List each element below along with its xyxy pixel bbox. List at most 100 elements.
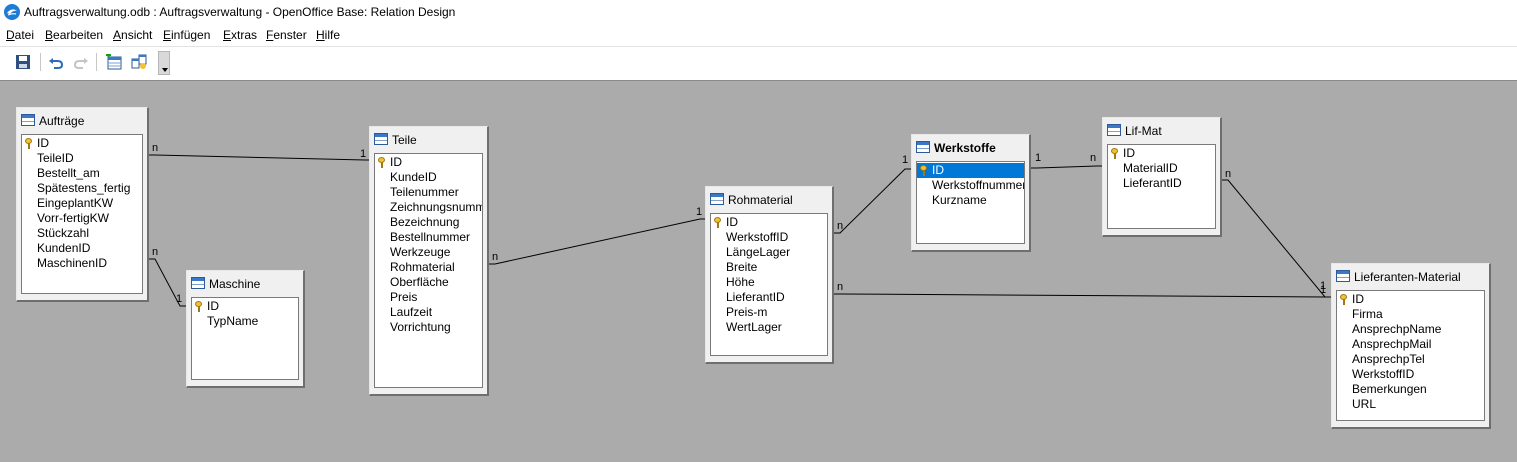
field-row[interactable]: Vorr-fertigKW [22, 211, 142, 226]
field-row[interactable]: LängeLager [711, 245, 827, 260]
table-header[interactable]: Aufträge [17, 108, 147, 134]
field-row[interactable]: Laufzeit [375, 305, 482, 320]
toolbar-overflow-button[interactable] [158, 51, 170, 75]
field-list[interactable]: IDKundeIDTeilenummerZeichnungsnummerBeze… [374, 153, 483, 388]
relation-line[interactable] [149, 258, 186, 307]
menu-datei[interactable]: Datei [6, 28, 35, 42]
field-row[interactable]: Rohmaterial [375, 260, 482, 275]
field-row[interactable]: ID [192, 299, 298, 314]
field-row[interactable]: Bestellt_am [22, 166, 142, 181]
field-row[interactable]: KundenID [22, 241, 142, 256]
field-name: MaterialID [1123, 161, 1178, 175]
undo-button[interactable] [46, 52, 66, 72]
table-header[interactable]: Lif-Mat [1103, 118, 1220, 144]
field-row[interactable]: Bezeichnung [375, 215, 482, 230]
table-header[interactable]: Lieferanten-Material [1332, 264, 1489, 290]
field-row[interactable]: ID [22, 136, 142, 151]
redo-button[interactable] [71, 52, 91, 72]
field-row[interactable]: Spätestens_fertig [22, 181, 142, 196]
relation-line[interactable] [149, 154, 371, 161]
field-row[interactable]: LieferantID [1108, 176, 1215, 191]
table-window-teile[interactable]: Teile IDKundeIDTeilenummerZeichnungsnumm… [369, 126, 489, 396]
save-button[interactable] [13, 52, 33, 72]
relation-line[interactable] [489, 218, 705, 265]
field-row[interactable]: ID [1337, 292, 1484, 307]
field-name: URL [1352, 397, 1377, 411]
field-row[interactable]: Vorrichtung [375, 320, 482, 335]
menu-bearbeiten[interactable]: Bearbeiten [45, 28, 104, 42]
field-row[interactable]: Breite [711, 260, 827, 275]
relation-line[interactable] [1031, 165, 1102, 169]
field-row[interactable]: Teilenummer [375, 185, 482, 200]
menu-extras[interactable]: Extras [223, 28, 258, 42]
table-title: Maschine [209, 277, 261, 291]
field-row[interactable]: KundeID [375, 170, 482, 185]
table-icon [374, 133, 388, 145]
field-row[interactable]: ID [1108, 146, 1215, 161]
field-row[interactable]: WerkstoffID [1337, 367, 1484, 382]
relation-line[interactable] [834, 293, 1331, 298]
field-name: Rohmaterial [390, 260, 455, 274]
add-table-button[interactable] [104, 52, 124, 72]
field-row[interactable]: AnsprechpTel [1337, 352, 1484, 367]
field-row[interactable]: Firma [1337, 307, 1484, 322]
field-row[interactable]: WertLager [711, 320, 827, 335]
cardinality-label: 1 [360, 148, 366, 160]
field-row[interactable]: AnsprechpMail [1337, 337, 1484, 352]
field-row[interactable]: Werkstoffnummer [917, 178, 1024, 193]
field-row[interactable]: Bemerkungen [1337, 382, 1484, 397]
field-row[interactable]: TeileID [22, 151, 142, 166]
menu-ansicht[interactable]: Ansicht [113, 28, 153, 42]
field-row[interactable]: MaschinenID [22, 256, 142, 271]
table-header[interactable]: Werkstoffe [912, 135, 1029, 161]
table-header[interactable]: Rohmaterial [706, 187, 832, 213]
field-row[interactable]: MaterialID [1108, 161, 1215, 176]
field-row[interactable]: Stückzahl [22, 226, 142, 241]
primary-key-icon [378, 157, 386, 168]
menu-fenster[interactable]: Fenster [266, 28, 307, 42]
relation-line[interactable] [1222, 179, 1331, 298]
table-header[interactable]: Maschine [187, 271, 303, 297]
field-row[interactable]: AnsprechpName [1337, 322, 1484, 337]
field-row[interactable]: EingeplantKW [22, 196, 142, 211]
cardinality-label: n [837, 220, 843, 232]
field-row[interactable]: URL [1337, 397, 1484, 412]
field-row[interactable]: ID [375, 155, 482, 170]
relation-line[interactable] [834, 168, 911, 234]
field-row[interactable]: ID [711, 215, 827, 230]
menu-hilfe[interactable]: Hilfe [316, 28, 341, 42]
field-row[interactable]: Preis [375, 290, 482, 305]
field-name: Stückzahl [37, 226, 90, 240]
field-row[interactable]: LieferantID [711, 290, 827, 305]
field-row[interactable]: Kurzname [917, 193, 1024, 208]
field-row[interactable]: ID [917, 163, 1024, 178]
field-row[interactable]: Oberfläche [375, 275, 482, 290]
field-row[interactable]: Werkzeuge [375, 245, 482, 260]
new-relation-button[interactable] [129, 52, 149, 72]
field-row[interactable]: Höhe [711, 275, 827, 290]
field-name: Preis-m [726, 305, 768, 319]
menu-einfuegen[interactable]: Einfügen [163, 28, 211, 42]
field-row[interactable]: WerkstoffID [711, 230, 827, 245]
field-row[interactable]: Bestellnummer [375, 230, 482, 245]
field-name: Preis [390, 290, 418, 304]
field-row[interactable]: Zeichnungsnummer [375, 200, 482, 215]
field-row[interactable]: TypName [192, 314, 298, 329]
table-header[interactable]: Teile [370, 127, 487, 153]
primary-key-icon [1111, 148, 1119, 159]
field-row[interactable]: Preis-m [711, 305, 827, 320]
